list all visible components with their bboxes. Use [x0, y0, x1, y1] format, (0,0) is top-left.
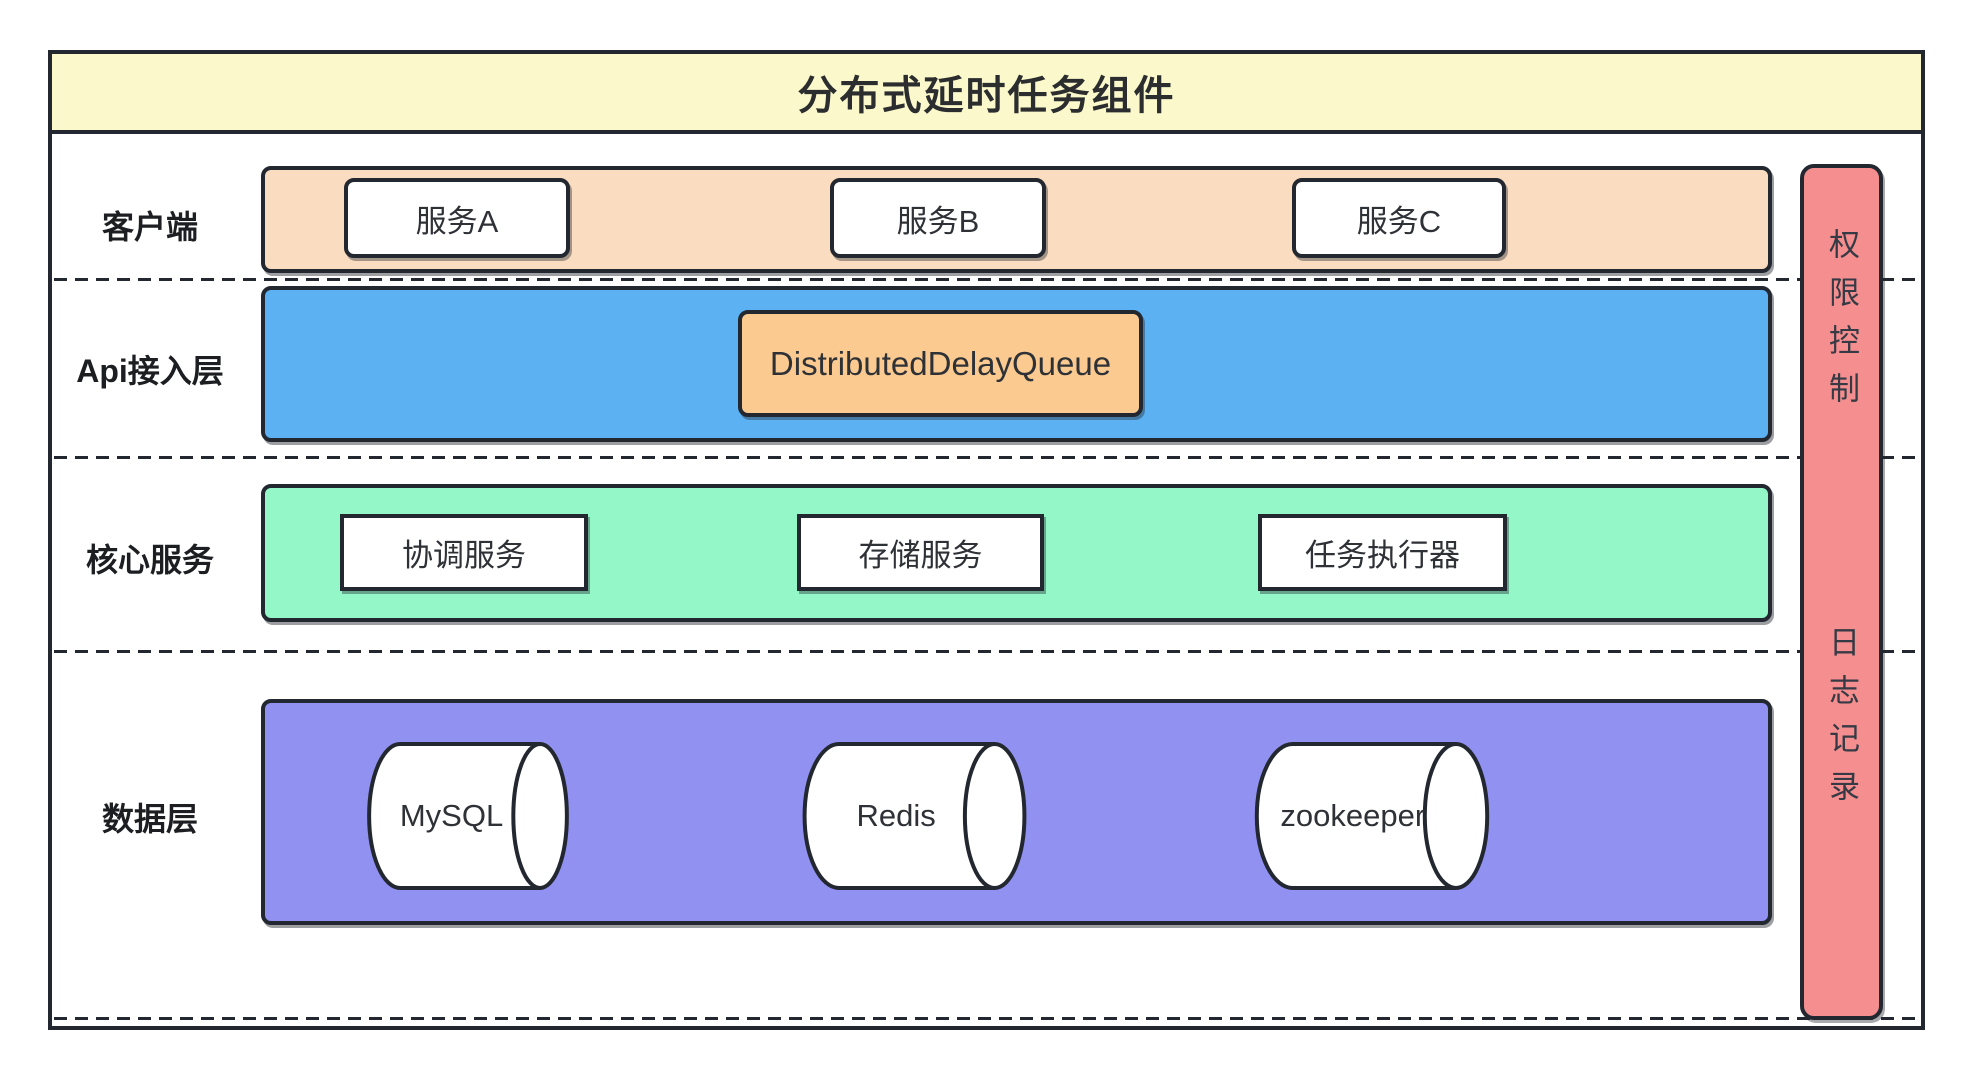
cross-cutting-bar: 权限控制 日志记录	[1800, 164, 1883, 1020]
service-a-box: 服务A	[344, 178, 570, 258]
separator-bottom	[54, 1017, 1919, 1020]
coordination-service-box: 协调服务	[340, 514, 588, 591]
permission-control-label: 权限控制	[1824, 228, 1859, 420]
layer-label-core: 核心服务	[85, 542, 214, 578]
storage-service-box: 存储服务	[797, 514, 1044, 591]
database-cylinder-icon	[800, 740, 1029, 892]
redis-label: Redis	[856, 798, 936, 833]
layer-label-client: 客户端	[101, 209, 198, 245]
separator-client-api	[54, 278, 1919, 281]
service-b-box: 服务B	[830, 178, 1046, 258]
layer-label-api: Api接入层	[76, 353, 224, 389]
mysql-label: MySQL	[399, 798, 504, 833]
separator-core-data	[54, 650, 1919, 653]
layer-label-data: 数据层	[101, 801, 198, 837]
diagram-title: 分布式延时任务组件	[797, 74, 1176, 118]
zookeeper-cylinder: zookeeper	[1252, 740, 1492, 892]
redis-cylinder: Redis	[800, 740, 1029, 892]
distributed-delay-queue-box: DistributedDelayQueue	[738, 310, 1143, 417]
database-cylinder-icon	[1252, 740, 1492, 892]
service-c-box: 服务C	[1292, 178, 1506, 258]
task-executor-box: 任务执行器	[1258, 514, 1507, 591]
diagram-title-band: 分布式延时任务组件	[48, 50, 1925, 134]
zookeeper-label: zookeeper	[1280, 798, 1426, 833]
mysql-cylinder: MySQL	[365, 740, 571, 892]
log-record-label: 日志记录	[1824, 626, 1859, 818]
separator-api-core	[54, 456, 1919, 459]
database-cylinder-icon	[365, 740, 571, 892]
